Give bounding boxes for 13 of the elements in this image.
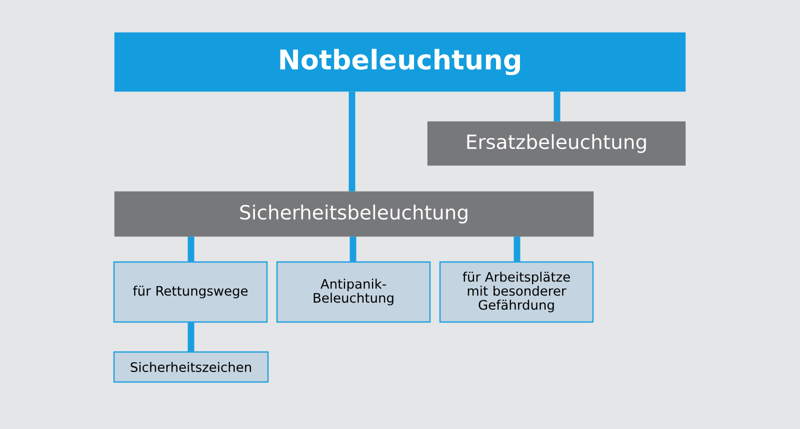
item-box: Sicherheitszeichen <box>113 351 269 383</box>
connector-line <box>188 322 194 352</box>
connector-line <box>348 92 356 192</box>
category-box: Sicherheitsbeleuchtung <box>114 191 594 237</box>
item-box: für Rettungswege <box>113 261 268 323</box>
item-box: für Arbeitsplätze mit besonderer Gefährdung <box>439 261 594 323</box>
title-box: Notbeleuchtung <box>114 32 686 92</box>
category-box: Ersatzbeleuchtung <box>427 121 686 166</box>
connector-line <box>188 236 194 262</box>
connector-line <box>554 92 560 122</box>
connector-line <box>514 236 520 262</box>
item-box: Antipanik- Beleuchtung <box>276 261 431 323</box>
connector-line <box>350 236 356 262</box>
